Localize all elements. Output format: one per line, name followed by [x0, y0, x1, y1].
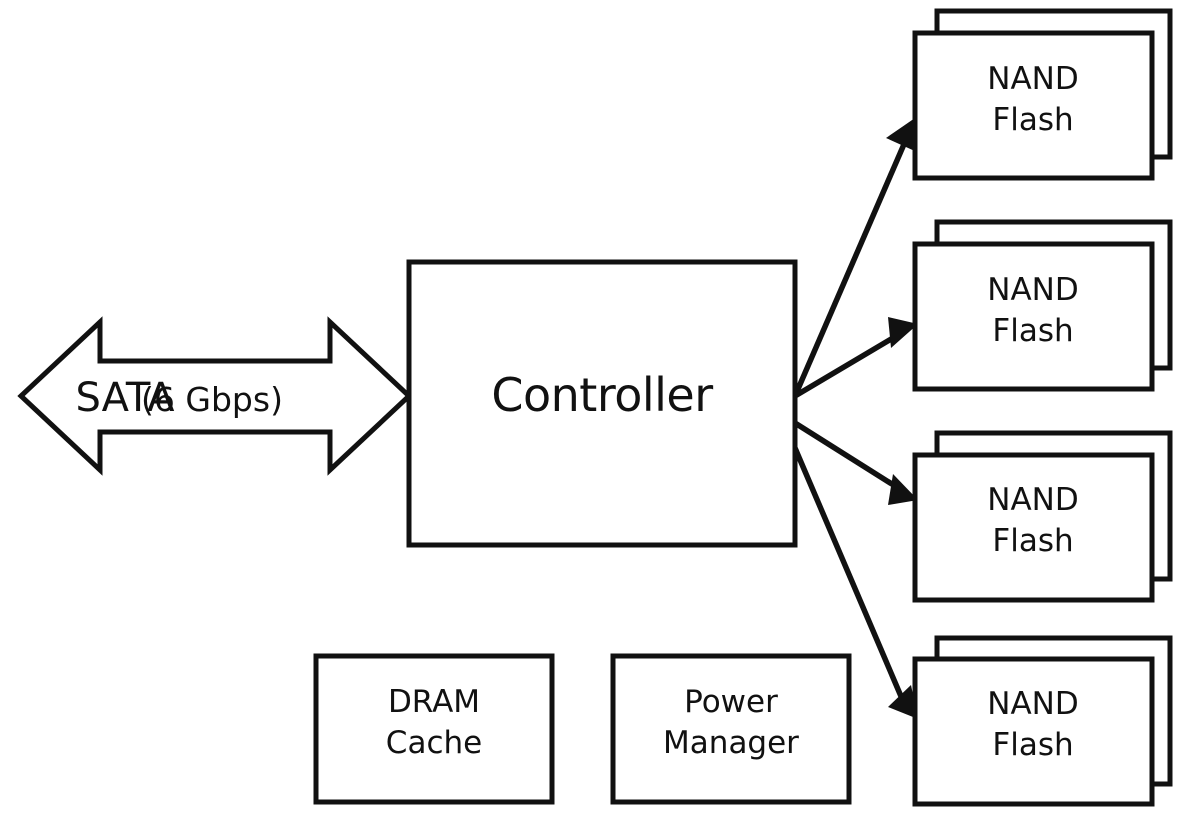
sata-label-main: SATA [75, 375, 175, 421]
controller-box [406, 259, 798, 548]
power-manager-block[interactable]: Power Manager [610, 653, 852, 805]
dram-cache-block[interactable]: DRAM Cache [313, 653, 555, 805]
sata-interface-arrow[interactable]: SATA (6 Gbps) [17, 316, 413, 476]
power-manager-line2: Manager [663, 725, 799, 761]
dram-cache-line1: DRAM [388, 684, 480, 720]
nand-flash-stack-1-line1: NAND [987, 61, 1078, 97]
nand-flash-stack-2-front-box [912, 241, 1155, 392]
controller-to-nand-4-arrowhead [888, 685, 918, 719]
nand-flash-stack-4[interactable]: NAND Flash [912, 635, 1173, 807]
power-manager-line1: Power [684, 684, 778, 720]
nand-flash-stack-3-line2: Flash [992, 523, 1073, 559]
controller-to-nand-3 [793, 420, 918, 505]
controller-to-nand-1-line [792, 133, 911, 398]
controller-to-nand-3-line [793, 420, 905, 494]
nand-flash-stack-2[interactable]: NAND Flash [912, 219, 1173, 392]
controller-to-nand-1-arrowhead [886, 118, 917, 152]
controller-to-nand-2-arrowhead [888, 317, 918, 348]
nand-flash-stack-1-front-box [912, 30, 1155, 181]
controller-to-nand-4 [792, 446, 918, 719]
controller-to-nand-3-arrowhead [888, 474, 918, 505]
nand-flash-stack-3[interactable]: NAND Flash [912, 430, 1173, 603]
controller-to-nand-1 [792, 118, 917, 398]
sata-label-sub: (6 Gbps) [141, 380, 283, 419]
nand-flash-stack-1[interactable]: NAND Flash [912, 8, 1173, 181]
nand-flash-stack-2-line2: Flash [992, 313, 1073, 349]
controller-to-nand-4-line [792, 446, 906, 703]
controller-block[interactable]: Controller [406, 259, 798, 548]
nand-flash-stack-1-line2: Flash [992, 102, 1073, 138]
nand-flash-stack-2-line1: NAND [987, 272, 1078, 308]
controller-label: Controller [491, 368, 713, 422]
nand-flash-stack-4-front-box [912, 656, 1155, 807]
power-manager-box [610, 653, 852, 805]
dram-cache-line2: Cache [386, 725, 482, 761]
nand-flash-stack-3-front-box [912, 452, 1155, 603]
nand-flash-stack-3-line1: NAND [987, 482, 1078, 518]
controller-to-nand-2-line [793, 329, 905, 399]
controller-to-nand-2 [793, 317, 918, 399]
nand-flash-stack-4-line2: Flash [992, 727, 1073, 763]
dram-cache-box [313, 653, 555, 805]
nand-flash-stack-4-line1: NAND [987, 686, 1078, 722]
